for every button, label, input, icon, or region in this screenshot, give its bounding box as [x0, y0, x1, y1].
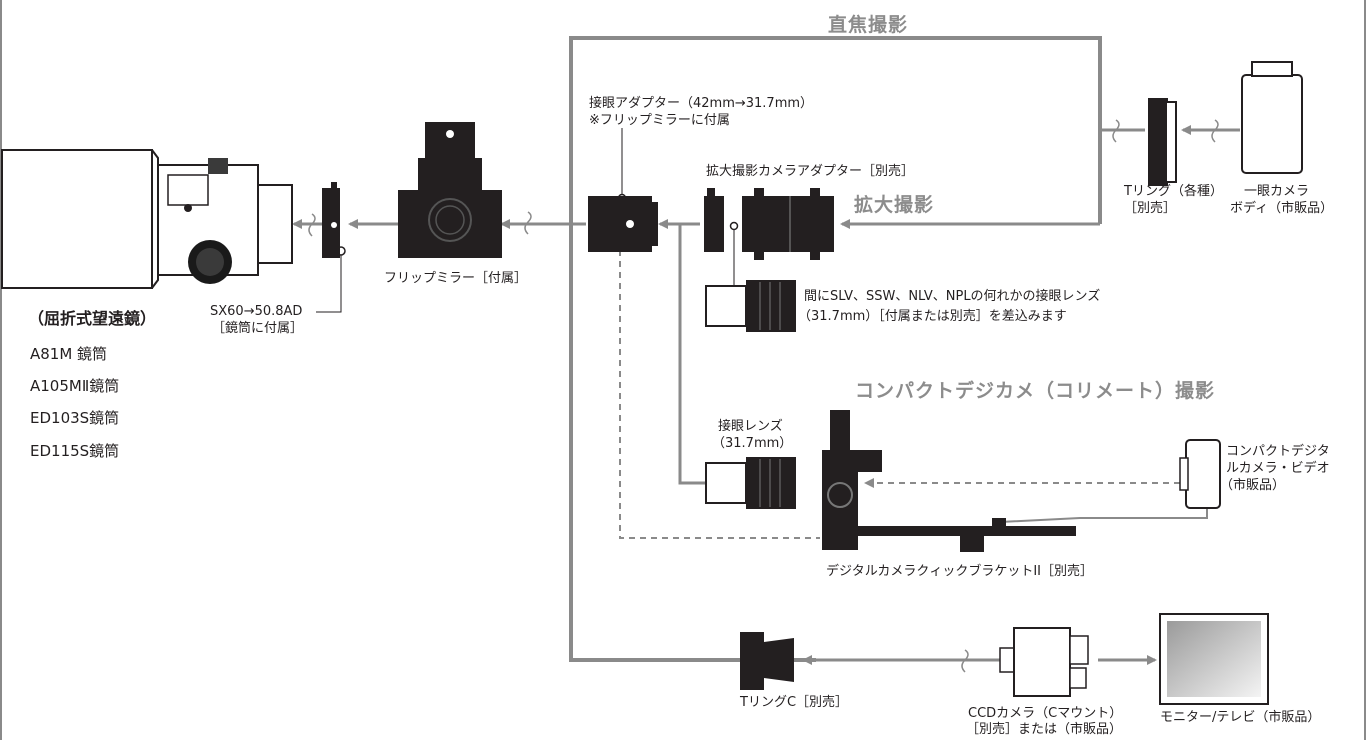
ccd-camera-label-line1: CCDカメラ（Cマウント） — [968, 706, 1123, 721]
eyepiece-branch-path — [678, 224, 706, 485]
t-ring-icon — [1148, 98, 1177, 186]
dashed-bracket-path — [619, 250, 820, 539]
sx60-label-line2: ［鏡筒に付属］ — [212, 321, 304, 336]
eyepiece-adapter-icon — [588, 196, 658, 252]
ccd-camera-icon — [999, 627, 1089, 697]
eyepiece-lower-icon — [705, 457, 796, 509]
section-magnified: 拡大撮影 — [854, 194, 935, 216]
t-ring-c-label: TリングC［別売］ — [740, 695, 849, 710]
slr-label-line1: 一眼カメラ — [1244, 184, 1310, 199]
mag-adapter-icon — [704, 188, 834, 260]
scope-item-a81m: A81M 鏡筒 — [30, 345, 108, 363]
ccd-camera-label-line2: ［別売］または（市販品） — [966, 722, 1123, 737]
t-ring-c-icon — [740, 632, 794, 690]
sx60-leader — [316, 251, 342, 313]
compact-camera-icon — [1179, 439, 1221, 509]
scope-item-ed103s: ED103S鏡筒 — [30, 409, 120, 427]
bracket-label: デジタルカメラクィックブラケットII［別売］ — [826, 564, 1094, 579]
t-ring-label-line2: ［別売］ — [1124, 201, 1177, 216]
t-ring-label-line1: Tリング（各種） — [1124, 184, 1223, 199]
scope-item-ed115s: ED115S鏡筒 — [30, 442, 120, 460]
eyepiece-label-line1: 接眼レンズ — [718, 419, 783, 434]
section-direct-focus: 直焦撮影 — [828, 14, 909, 36]
compact-camera-label-line1: コンパクトデジタ — [1226, 444, 1330, 459]
eyepiece-note-line1: 間にSLV、SSW、NLV、NPLの何れかの接眼レンズ — [804, 289, 1101, 304]
eyepiece-adapter-label-line2: ※フリップミラーに付属 — [589, 113, 730, 128]
slr-camera-icon — [1241, 61, 1303, 174]
direct-focus-path — [569, 36, 1102, 662]
section-compact: コンパクトデジカメ（コリメート）撮影 — [855, 380, 1216, 402]
monitor-icon — [1159, 613, 1269, 705]
scope-heading: （屈折式望遠鏡） — [28, 309, 157, 328]
slr-label-line2: ボディ（市販品） — [1230, 201, 1334, 216]
mag-adapter-label: 拡大撮影カメラアダプター［別売］ — [706, 164, 915, 179]
compact-camera-label-line3: （市販品） — [1220, 478, 1286, 493]
rotation-icons — [308, 119, 1219, 673]
telescope-icon — [1, 149, 293, 289]
scope-item-a105m: A105MⅡ鏡筒 — [30, 377, 120, 395]
compact-cam-cable — [999, 508, 1208, 523]
flip-mirror-icon — [398, 122, 502, 258]
eyepiece-adapter-label-line1: 接眼アダプター（42mm→31.7mm） — [589, 96, 814, 111]
flip-mirror-label: フリップミラー［付属］ — [384, 271, 528, 286]
eyepiece-note-line2: （31.7mm）［付属または別売］を差込みます — [798, 309, 1067, 324]
bracket-icon — [822, 410, 1076, 552]
eyepiece-label-line2: （31.7mm） — [712, 436, 793, 451]
sx60-adapter-icon — [322, 182, 340, 258]
monitor-label: モニター/テレビ（市販品） — [1160, 710, 1321, 725]
eyepiece-upper-icon — [705, 280, 796, 332]
compact-camera-label-line2: ルカメラ・ビデオ — [1226, 461, 1330, 476]
sx60-label-line1: SX60→50.8AD — [210, 304, 303, 319]
